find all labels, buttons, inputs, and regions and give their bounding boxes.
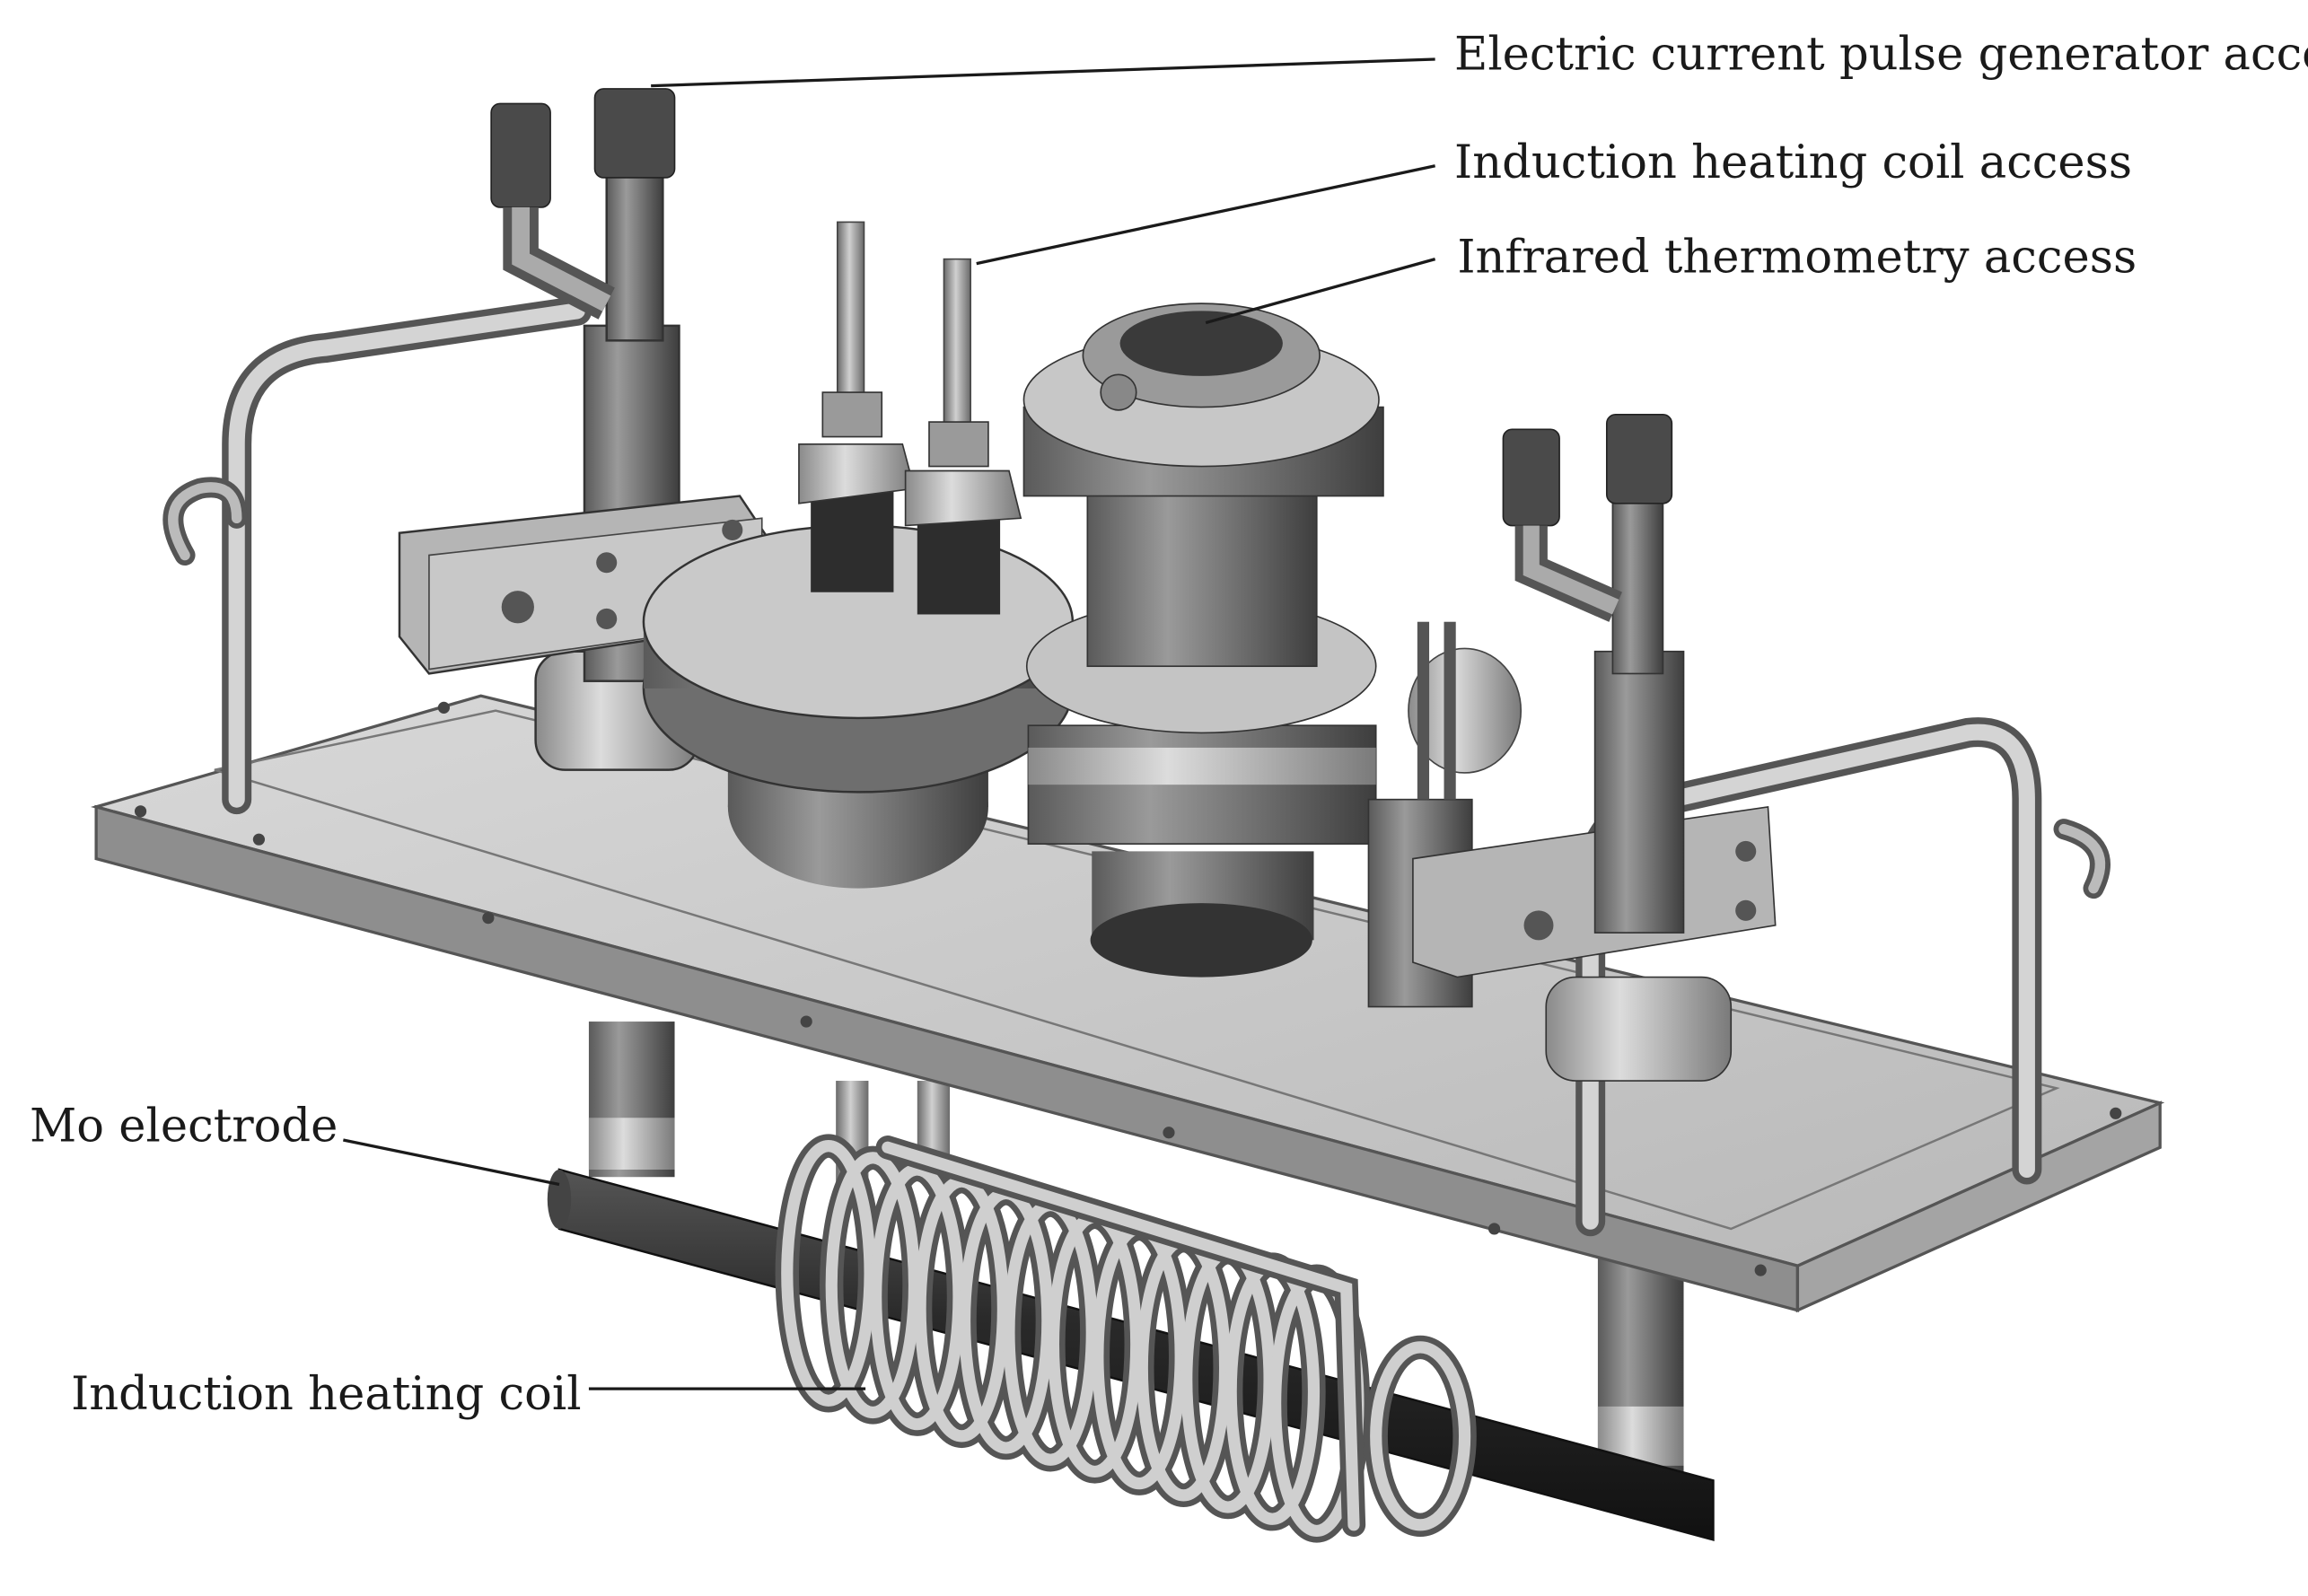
coil-access-flange bbox=[642, 221, 1075, 889]
label-thermometry-access: Infrared thermometry access bbox=[1457, 231, 2137, 284]
induction-coil bbox=[775, 1134, 1477, 1543]
label-induction-heating-coil: Induction heating coil bbox=[71, 1368, 581, 1421]
base-plate bbox=[90, 694, 2165, 1313]
pulse-generator-leader bbox=[651, 57, 1435, 88]
thermometry-tower bbox=[1022, 303, 1384, 978]
label-coil-access: Induction heating coil access bbox=[1454, 136, 2132, 189]
right-feedthrough bbox=[1412, 413, 1777, 1082]
coil-access-leader bbox=[976, 164, 1435, 266]
label-mo-electrode: Mo electrode bbox=[30, 1101, 338, 1153]
thermometry-leader bbox=[1205, 258, 1436, 325]
lower-left-post bbox=[588, 1022, 675, 1178]
left-handle bbox=[162, 295, 592, 815]
mo-electrode-leader bbox=[343, 1138, 560, 1187]
label-pulse-generator-access: Electric current pulse generator access bbox=[1454, 29, 2308, 82]
